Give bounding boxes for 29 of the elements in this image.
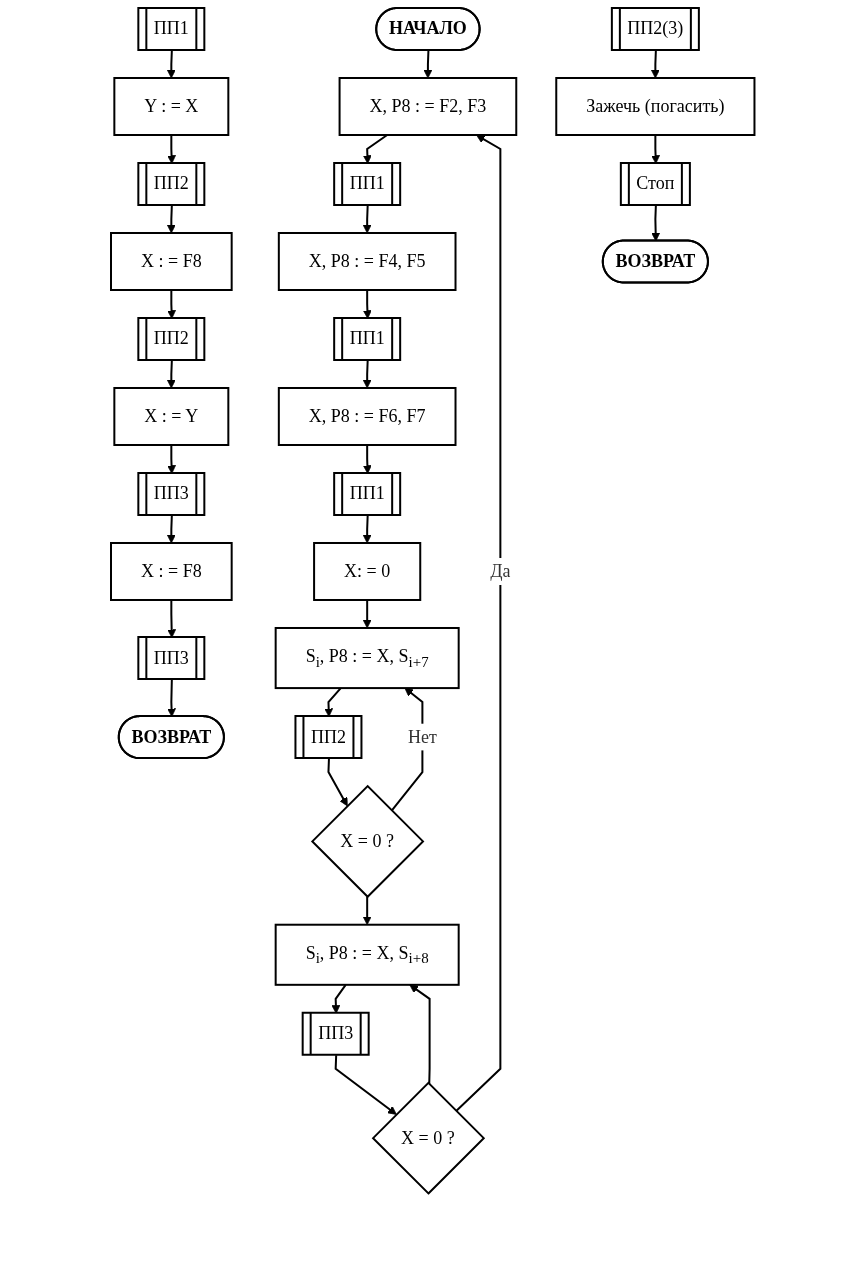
node-box: X : = F8 [110,232,233,291]
arrow [363,289,373,319]
arrow [363,134,389,164]
node-box: X, P8 : = F2, F3 [338,77,518,136]
node-box: Y : = X [113,77,230,136]
arrow [363,514,372,544]
node-box: X, P8 : = F6, F7 [278,387,457,446]
node-box: X: = 0 [313,542,422,601]
node-box: X, P8 : = F4, F5 [278,232,457,291]
arrow [423,49,433,79]
node-box: X : = F8 [110,542,233,601]
arrow [455,134,502,1113]
node-box: Зажечь (погасить) [555,77,756,136]
edge-label: Нет [408,726,438,747]
edge-label: Да [490,560,511,581]
arrow [651,134,661,164]
arrow [167,134,177,164]
arrow [167,599,177,638]
node-box: X : = Y [113,387,230,446]
node-diamond: X = 0 ? [371,1081,486,1195]
arrow [167,514,176,544]
arrow [167,289,177,319]
node-box: S$_{i}$, P8 : = X, S$_{i+8}$ [274,923,460,986]
arrow [363,895,372,926]
node-box: S$_{i}$, P8 : = X, S$_{i+7}$ [274,627,460,690]
arrow [334,1054,397,1115]
node-diamond: X = 0 ? [311,784,425,899]
arrow [324,687,343,717]
arrow [363,599,372,629]
